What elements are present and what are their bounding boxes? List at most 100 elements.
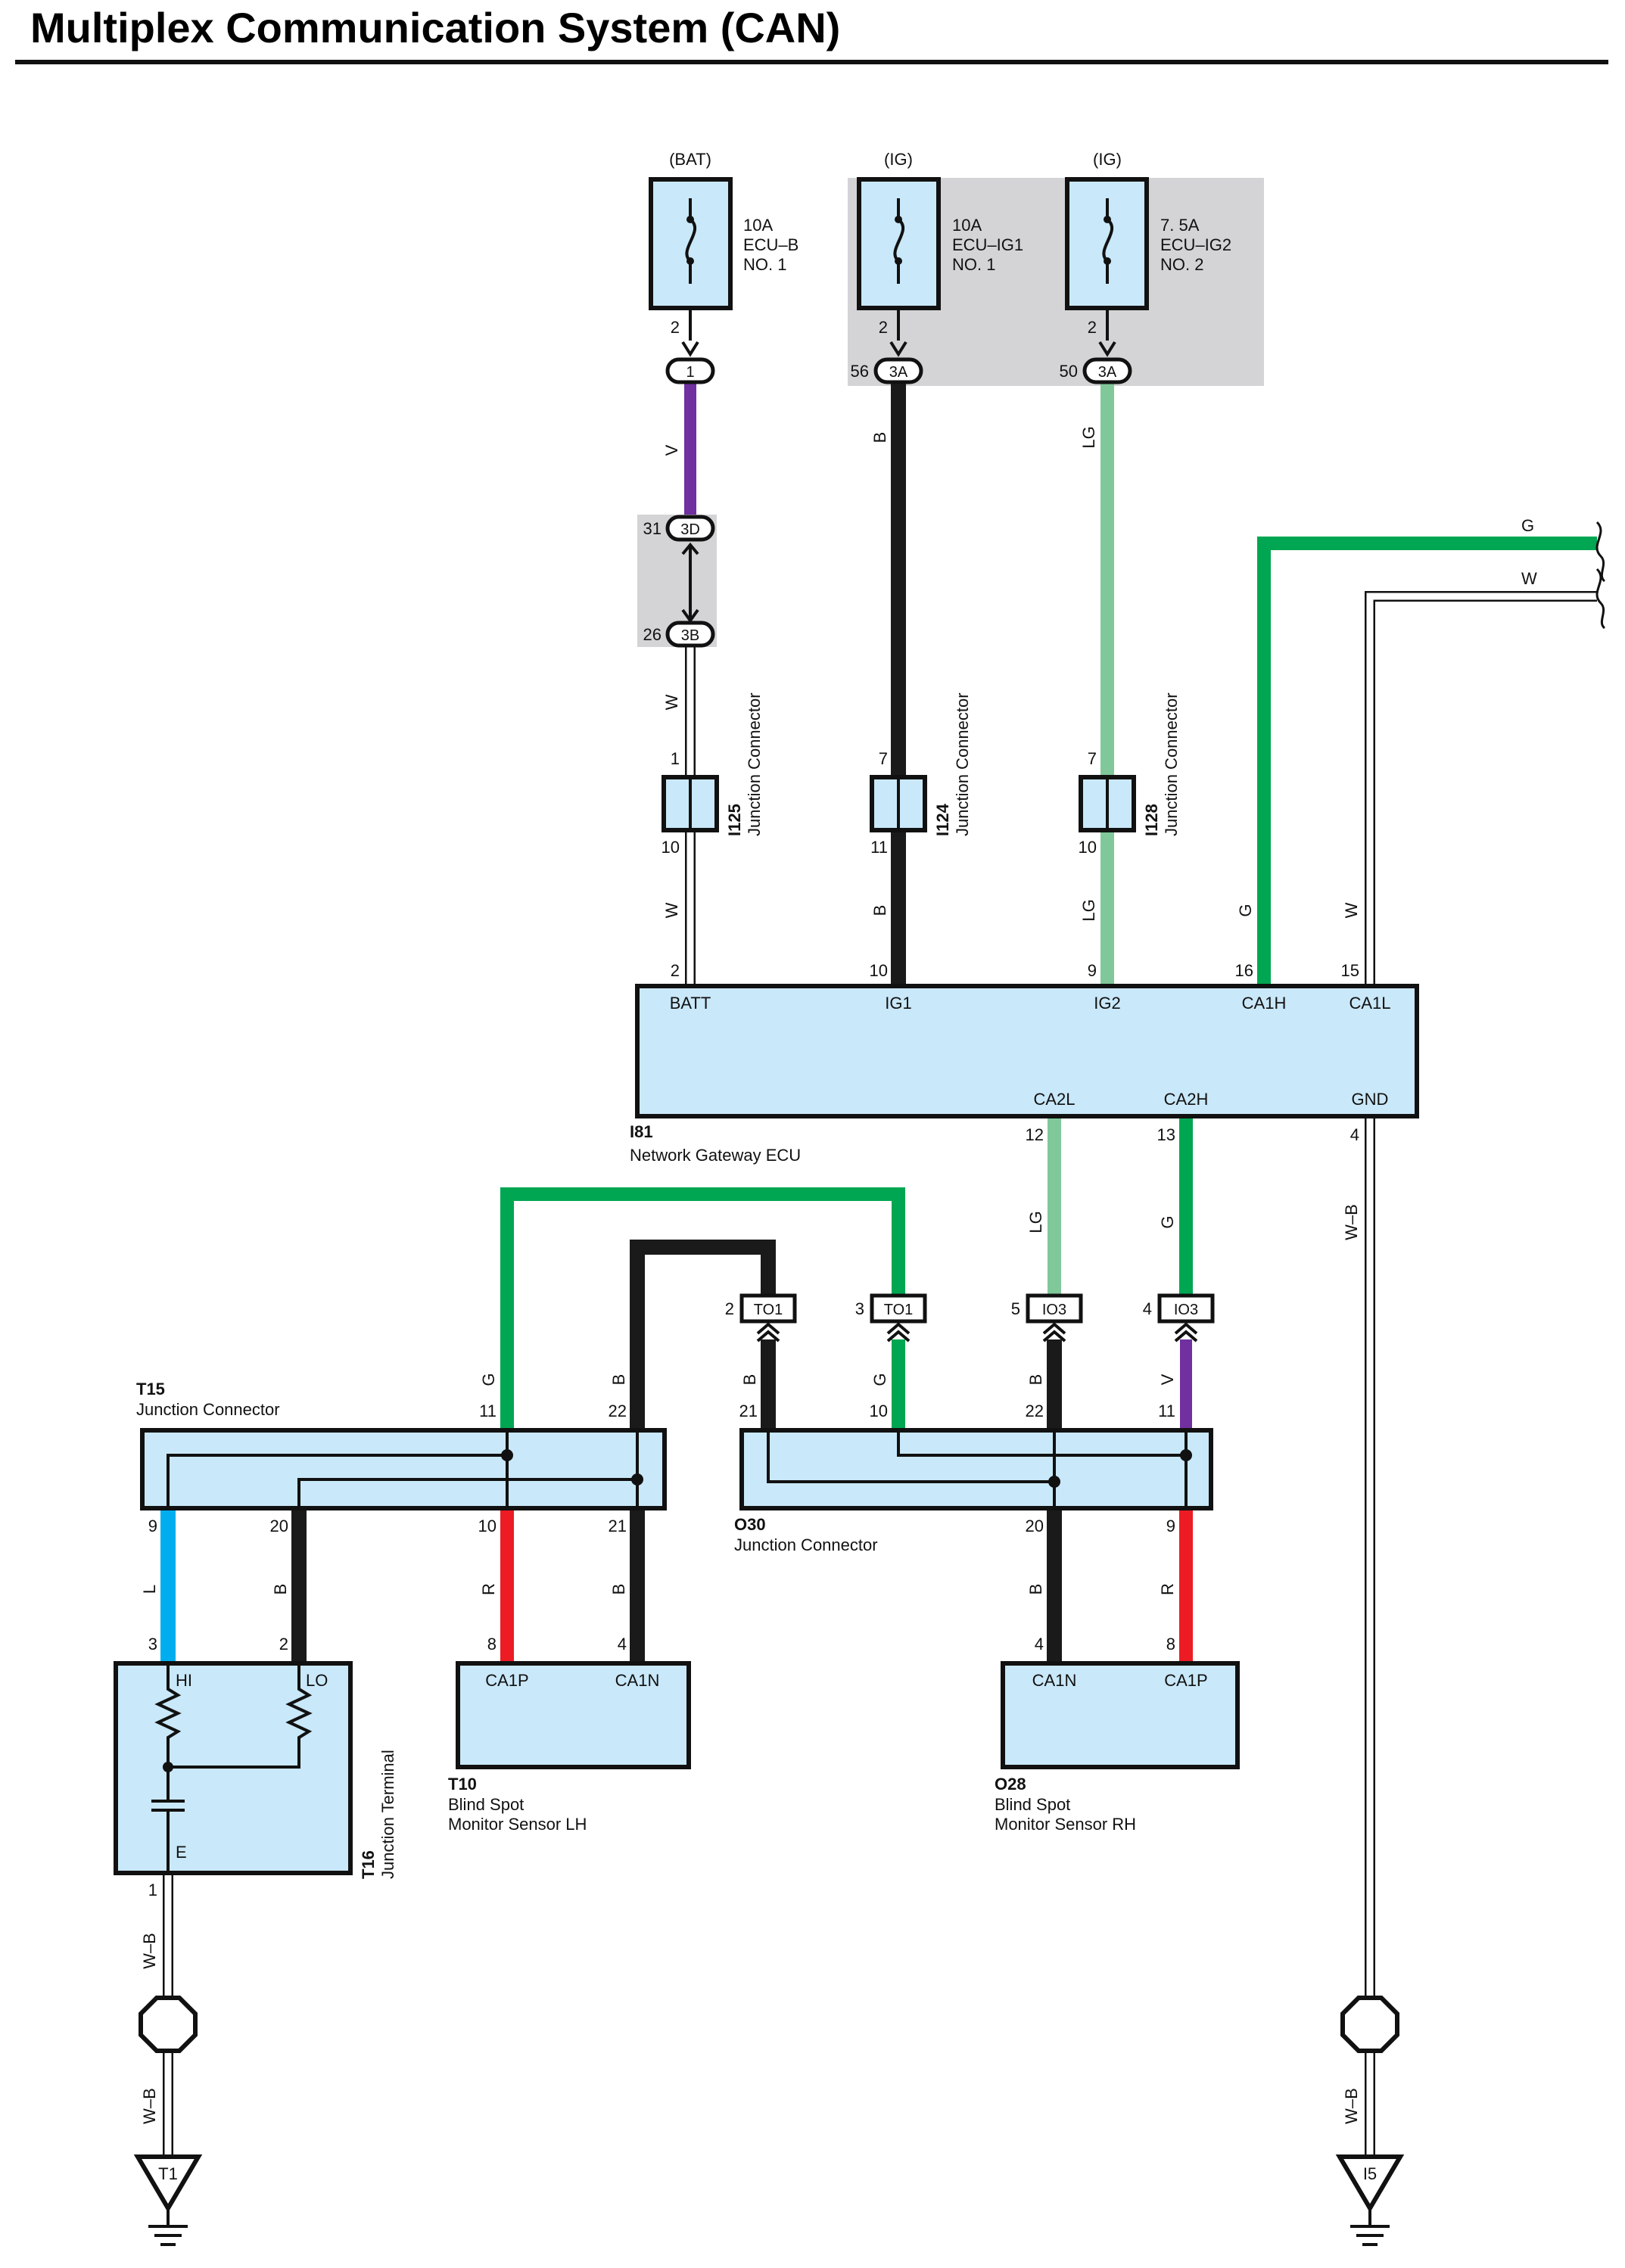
svg-text:CA2L: CA2L xyxy=(1033,1090,1075,1109)
svg-text:T16: T16 xyxy=(359,1850,378,1879)
svg-text:Blind Spot: Blind Spot xyxy=(448,1795,524,1814)
wire-color-label: G xyxy=(870,1373,889,1386)
wire-color-label: LG xyxy=(1079,426,1098,448)
fuse-number: NO. 1 xyxy=(743,255,786,274)
fuse-name: ECU–IG1 xyxy=(952,235,1023,254)
svg-text:10: 10 xyxy=(870,961,888,980)
svg-text:10: 10 xyxy=(1079,838,1097,857)
fuse-source-label: (BAT) xyxy=(669,150,711,169)
fuse-rating: 10A xyxy=(743,216,773,235)
svg-text:22: 22 xyxy=(609,1402,627,1420)
svg-text:CA1P: CA1P xyxy=(1164,1671,1207,1690)
wire-color-label: V xyxy=(662,444,681,456)
svg-text:3: 3 xyxy=(148,1635,157,1654)
wire-color-label: R xyxy=(479,1583,498,1595)
wire-color-label: B xyxy=(271,1584,290,1595)
ground-point-t1: T1 xyxy=(133,2154,203,2246)
svg-text:BATT: BATT xyxy=(670,994,711,1013)
wire-color-label: W xyxy=(662,902,681,918)
wire-color-label: B xyxy=(870,905,889,916)
connector-to1-pin3: TO1 3 xyxy=(855,1293,927,1342)
blind-spot-sensor-lh: CA1P CA1N 8 4 T10 Blind Spot Monitor Sen… xyxy=(448,1635,691,1834)
svg-text:Monitor Sensor RH: Monitor Sensor RH xyxy=(995,1815,1136,1834)
wire-color-label: W xyxy=(662,694,681,710)
wire-color-ext-w: W xyxy=(1521,569,1537,588)
junction-terminal-t16: HI LO E 3 2 1 T16 Junction Terminal xyxy=(114,1635,397,1899)
svg-text:13: 13 xyxy=(1157,1125,1175,1144)
wire-color-label: B xyxy=(1026,1374,1045,1386)
svg-text:1: 1 xyxy=(686,364,694,381)
svg-text:7: 7 xyxy=(1088,749,1097,768)
svg-text:7: 7 xyxy=(879,749,888,768)
svg-text:15: 15 xyxy=(1341,961,1359,980)
svg-text:Junction Connector: Junction Connector xyxy=(734,1535,878,1554)
svg-text:9: 9 xyxy=(148,1517,157,1535)
fuse-number: NO. 2 xyxy=(1160,255,1203,274)
ground-point-i5: I5 xyxy=(1335,2154,1405,2246)
ground-splice-t1 xyxy=(139,1996,198,2053)
svg-text:Network Gateway ECU: Network Gateway ECU xyxy=(630,1146,801,1165)
wire-color-label: B xyxy=(1026,1584,1045,1595)
svg-text:1: 1 xyxy=(148,1881,157,1899)
wire-w-ca1l xyxy=(1365,591,1597,986)
page-title: Multiplex Communication System (CAN) xyxy=(30,4,841,51)
blind-spot-sensor-rh: CA1N CA1P 4 8 O28 Blind Spot Monitor Sen… xyxy=(995,1635,1240,1834)
wire-color-label: LG xyxy=(1026,1211,1045,1233)
wire-g-to1-t15 xyxy=(500,1187,905,1430)
junction-connector-i124: 7 11 I124 Junction Connector xyxy=(870,692,972,857)
wire-color-label: G xyxy=(1158,1215,1177,1228)
svg-text:CA1H: CA1H xyxy=(1242,994,1287,1013)
svg-text:I125: I125 xyxy=(725,804,744,836)
inline-connector-3d: 3D 31 xyxy=(643,515,715,555)
inline-connector-3a-50: 3A 50 xyxy=(1060,341,1132,384)
svg-text:3D: 3D xyxy=(680,521,700,538)
svg-text:8: 8 xyxy=(1166,1635,1175,1654)
svg-text:9: 9 xyxy=(1166,1517,1175,1535)
svg-text:CA1N: CA1N xyxy=(615,1671,660,1690)
connector-io3-pin4: IO3 4 xyxy=(1143,1293,1215,1342)
svg-text:CA1L: CA1L xyxy=(1349,994,1390,1013)
inline-connector-1: 1 xyxy=(665,341,715,384)
svg-text:CA1N: CA1N xyxy=(1032,1671,1077,1690)
svg-text:2: 2 xyxy=(671,961,680,980)
svg-text:3B: 3B xyxy=(681,627,699,644)
fuse-ecu-b: (BAT) 10A ECU–B NO. 1 2 xyxy=(649,150,798,337)
svg-text:I5: I5 xyxy=(1363,2164,1377,2183)
network-gateway-ecu: BATT IG1 IG2 CA1H CA1L CA2L CA2H GND 2 1… xyxy=(630,961,1419,1165)
svg-text:4: 4 xyxy=(618,1635,627,1654)
fuse-number: NO. 1 xyxy=(952,255,995,274)
svg-text:3A: 3A xyxy=(889,364,908,381)
svg-text:T1: T1 xyxy=(158,2164,178,2183)
fuse-source-label: (IG) xyxy=(884,150,913,169)
svg-text:4: 4 xyxy=(1035,1635,1044,1654)
svg-text:I81: I81 xyxy=(630,1122,653,1141)
svg-text:11: 11 xyxy=(870,838,888,857)
fuse-rating: 7. 5A xyxy=(1160,216,1200,235)
wire-g-ca1h xyxy=(1257,537,1597,986)
svg-text:8: 8 xyxy=(487,1635,497,1654)
svg-text:HI: HI xyxy=(176,1671,192,1690)
wire-color-label: B xyxy=(609,1584,628,1595)
svg-text:11: 11 xyxy=(479,1402,497,1420)
svg-text:Junction Connector: Junction Connector xyxy=(1162,692,1181,836)
svg-text:2: 2 xyxy=(279,1635,288,1654)
svg-text:4: 4 xyxy=(1143,1299,1152,1318)
svg-text:CA1P: CA1P xyxy=(485,1671,528,1690)
svg-text:IG1: IG1 xyxy=(885,994,911,1013)
svg-text:TO1: TO1 xyxy=(754,1302,783,1318)
svg-text:E: E xyxy=(176,1843,187,1862)
wire-color-label: L xyxy=(140,1585,159,1594)
svg-text:1: 1 xyxy=(671,749,680,768)
connector-io3-pin5: IO3 5 xyxy=(1011,1293,1083,1342)
svg-text:O28: O28 xyxy=(995,1775,1026,1794)
fuse-source-label: (IG) xyxy=(1093,150,1122,169)
svg-text:20: 20 xyxy=(270,1517,288,1535)
fuse-pin: 2 xyxy=(671,318,680,337)
svg-text:3: 3 xyxy=(855,1299,864,1318)
svg-text:31: 31 xyxy=(643,519,662,538)
svg-text:10: 10 xyxy=(478,1517,497,1535)
junction-connector-t15: T15 Junction Connector 11 22 9 20 10 21 xyxy=(136,1380,667,1535)
wire-color-label: B xyxy=(609,1374,628,1386)
fuse-pin: 2 xyxy=(1088,318,1097,337)
